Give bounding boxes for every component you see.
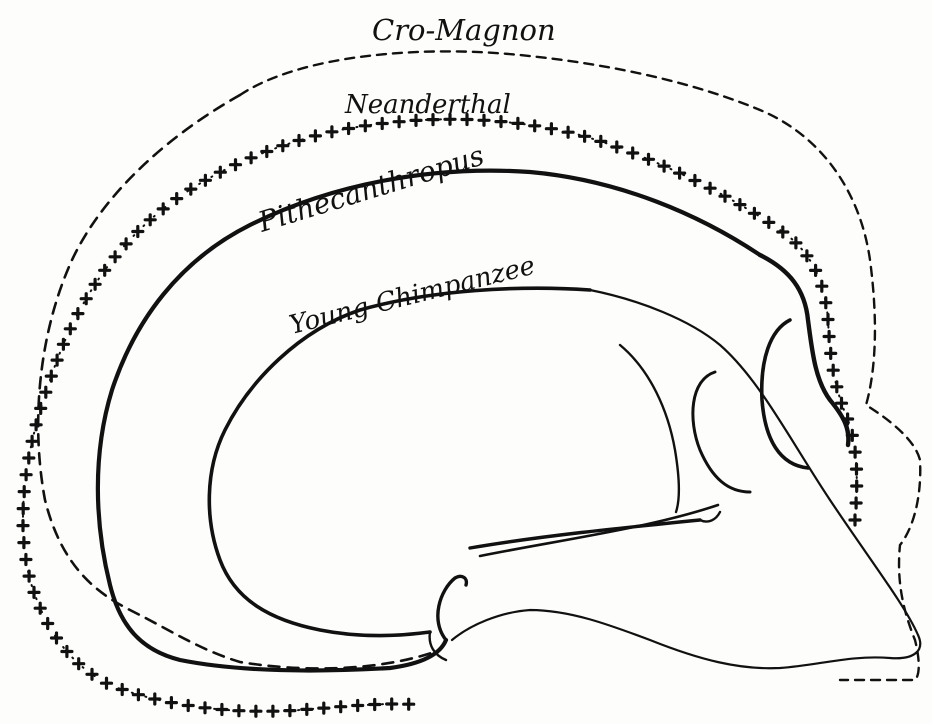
neanderthal-cross-mark [46, 371, 56, 381]
neanderthal-cross-mark [21, 555, 31, 565]
neanderthal-cross-mark [246, 153, 256, 163]
neanderthal-cross-mark [563, 127, 573, 137]
label-young-chimpanzee: Young Chimpanzee [286, 251, 538, 341]
neanderthal-cross-mark [186, 184, 196, 194]
neanderthal-cross-mark [319, 703, 329, 713]
label-cro-magnon: Cro-Magnon [372, 13, 556, 47]
neanderthal-cross-mark [150, 694, 160, 704]
neanderthal-cross-mark [387, 699, 397, 709]
neanderthal-cross-mark [262, 147, 272, 157]
neanderthal-cross-mark [43, 619, 53, 629]
neanderthal-cross-mark [36, 403, 46, 413]
neanderthal-cross-mark [360, 121, 370, 131]
neanderthal-cross-mark [87, 669, 97, 679]
neanderthal-cross-mark [832, 382, 842, 392]
neanderthal-cross-mark [58, 339, 68, 349]
neanderthal-cross-mark [217, 705, 227, 715]
neanderthal-cross-mark [24, 571, 34, 581]
neanderthal-cross-mark [344, 124, 354, 134]
neanderthal-cross-mark [327, 127, 337, 137]
neanderthal-cross-mark [183, 701, 193, 711]
neanderthal-cross-mark [353, 701, 363, 711]
neanderthal-cross-mark [41, 387, 51, 397]
neanderthal-cross-mark [251, 706, 261, 716]
neanderthal-cross-mark [121, 239, 131, 249]
neanderthal-cross-mark [278, 141, 288, 151]
neanderthal-cross-mark [52, 633, 62, 643]
neanderthal-cross-mark [659, 161, 669, 171]
neanderthal-cross-mark [19, 487, 29, 497]
neanderthal-cross-mark [29, 587, 39, 597]
neanderthal-cross-mark [158, 204, 168, 214]
neanderthal-cross-mark [302, 704, 312, 714]
neanderthal-cross-mark [268, 706, 278, 716]
neanderthal-cross-mark [172, 194, 182, 204]
neanderthal-cross-mark [65, 324, 75, 334]
neanderthal-cross-mark [21, 470, 31, 480]
neanderthal-cross-mark [404, 699, 414, 709]
neanderthal-cross-mark [19, 538, 29, 548]
label-pithecanthropus: Pithecanthropus [253, 139, 487, 239]
neanderthal-cross-mark [166, 698, 176, 708]
label-neanderthal: Neanderthal [344, 90, 511, 120]
neanderthal-cross-mark [73, 309, 83, 319]
neanderthal-cross-mark [580, 131, 590, 141]
neanderthal-cross-mark [852, 481, 862, 491]
neanderthal-cross-mark [530, 121, 540, 131]
neanderthal-cross-mark [90, 279, 100, 289]
neanderthal-cross-mark [31, 420, 41, 430]
neanderthal-cross-mark [200, 703, 210, 713]
neanderthal-cross-mark [817, 281, 827, 291]
neanderthal-cross-mark [749, 208, 759, 218]
neanderthal-cross-mark [513, 118, 523, 128]
neanderthal-cross-mark [102, 678, 112, 688]
neanderthal-cross-mark [675, 168, 685, 178]
neanderthal-cross-mark [215, 167, 225, 177]
neanderthal-cross-mark [35, 603, 45, 613]
neanderthal-cross-mark [231, 160, 241, 170]
neanderthal-cross-mark [336, 702, 346, 712]
neanderthal-cross-mark [310, 131, 320, 141]
neanderthal-cross-mark [735, 200, 745, 210]
neanderthal-cross-mark [234, 706, 244, 716]
neanderthal-cross-mark [828, 365, 838, 375]
neanderthal-cross-mark [200, 175, 210, 185]
neanderthal-cross-mark [294, 136, 304, 146]
neanderthal-cross-mark [852, 464, 862, 474]
neanderthal-cross-mark [27, 436, 37, 446]
neanderthal-cross-mark [824, 332, 834, 342]
neanderthal-cross-mark [612, 142, 622, 152]
neanderthal-cross-mark [546, 124, 556, 134]
neanderthal-cross-mark [377, 119, 387, 129]
neanderthal-cross-mark [370, 700, 380, 710]
neanderthal-cross-mark [850, 447, 860, 457]
neanderthal-cross-mark [100, 265, 110, 275]
neanderthal-cross-mark [778, 227, 788, 237]
neanderthal-cross-mark [811, 265, 821, 275]
neanderthal-cross-mark [764, 217, 774, 227]
neanderthal-cross-mark [851, 498, 861, 508]
neanderthal-cross-mark [133, 690, 143, 700]
neanderthal-cross-mark [285, 706, 295, 716]
neanderthal-cross-mark [110, 252, 120, 262]
neanderthal-cross-mark [690, 176, 700, 186]
neanderthal-cross-mark [850, 515, 860, 525]
neanderthal-cross-mark [720, 191, 730, 201]
neanderthal-cross-mark [18, 504, 28, 514]
neanderthal-cross-mark [644, 154, 654, 164]
neanderthal-cross-mark [596, 136, 606, 146]
neanderthal-cross-mark [628, 148, 638, 158]
neanderthal-cross-mark [705, 183, 715, 193]
neanderthal-cross-mark [821, 298, 831, 308]
neanderthal-cross-mark [24, 453, 34, 463]
neanderthal-cross-mark [18, 521, 28, 531]
neanderthal-cross-mark [117, 685, 127, 695]
neanderthal-cross-mark [81, 294, 91, 304]
neanderthal-cross-mark [823, 315, 833, 325]
neanderthal-cross-mark [826, 348, 836, 358]
neanderthal-cross-mark [52, 355, 62, 365]
pithecanthropus-outline [98, 171, 849, 671]
